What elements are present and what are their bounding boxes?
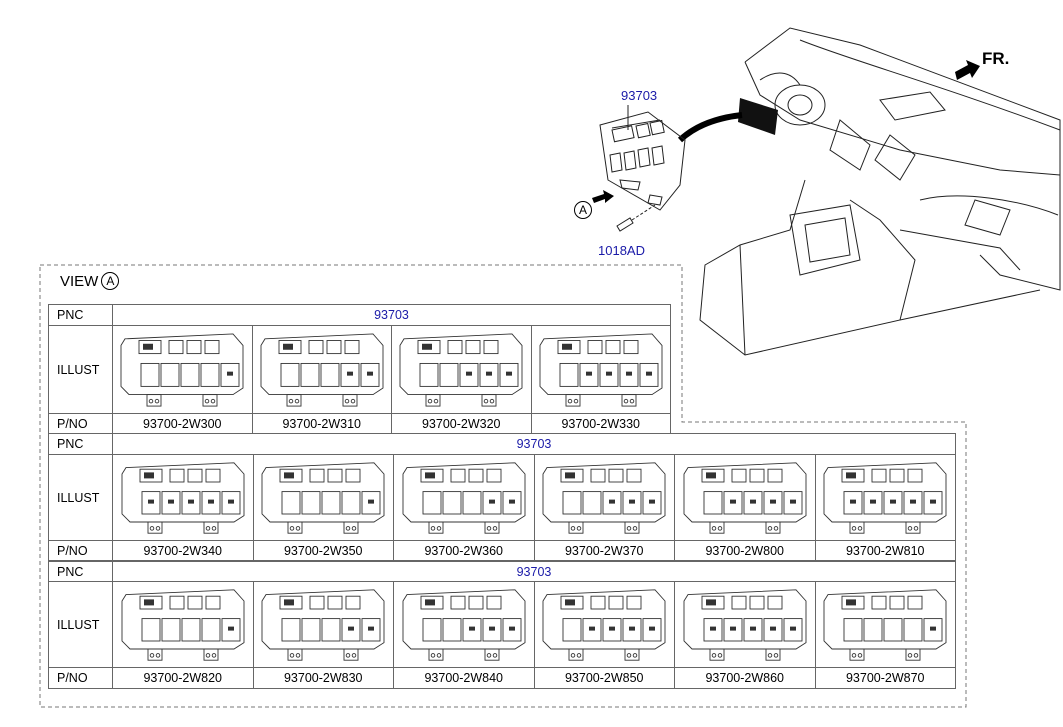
illust-cell	[252, 454, 394, 541]
part-number: 93700-2W830	[252, 667, 394, 689]
switch-illustration	[261, 588, 385, 661]
parts-table-3: PNC 93703 ILLUST P/NO 93700-2W820 93700-…	[48, 561, 956, 689]
part-number: 93700-2W810	[814, 540, 956, 561]
assembly-callout: 93703	[621, 88, 658, 103]
part-number: 93700-2W330	[530, 413, 671, 434]
pnc-value: 93703	[112, 561, 956, 582]
switch-illustration	[823, 588, 947, 661]
part-number: 93700-2W360	[393, 540, 535, 561]
illust-cell	[393, 454, 535, 541]
illust-cell	[674, 581, 816, 668]
part-number: 93700-2W850	[533, 667, 675, 689]
illust-cell	[112, 581, 254, 668]
illust-cell	[251, 325, 392, 414]
parts-table-2: PNC 93703 ILLUST P/NO 93700-2W340 93700-…	[48, 433, 956, 561]
illust-header: ILLUST	[48, 581, 113, 668]
pnc-value: 93703	[112, 433, 956, 455]
pno-header: P/NO	[48, 413, 113, 434]
pnc-header: PNC	[48, 561, 113, 582]
part-number: 93700-2W300	[112, 413, 253, 434]
switch-illustration	[399, 332, 523, 407]
view-marker: A	[101, 272, 120, 290]
illust-cell	[674, 454, 816, 541]
switch-illustration	[261, 461, 385, 534]
switch-illustration	[121, 461, 245, 534]
switch-illustration	[120, 332, 244, 407]
part-number: 93700-2W320	[391, 413, 532, 434]
switch-illustration	[402, 461, 526, 534]
switch-illustration	[823, 461, 947, 534]
part-number: 93700-2W340	[112, 540, 254, 561]
switch-illustration	[683, 461, 807, 534]
switch-illustration	[539, 332, 663, 407]
illust-cell	[393, 581, 535, 668]
pnc-header: PNC	[48, 433, 113, 455]
pnc-header: PNC	[48, 304, 113, 326]
illust-cell	[391, 325, 532, 414]
illust-cell	[533, 454, 675, 541]
illust-cell	[112, 325, 253, 414]
switch-illustration	[121, 588, 245, 661]
switch-illustration	[402, 588, 526, 661]
screw-callout: 1018AD	[598, 243, 645, 258]
switch-illustration	[542, 588, 666, 661]
part-number: 93700-2W840	[393, 667, 535, 689]
illust-header: ILLUST	[48, 325, 113, 414]
part-number: 93700-2W370	[533, 540, 675, 561]
illust-cell	[252, 581, 394, 668]
illust-cell	[530, 325, 671, 414]
pno-header: P/NO	[48, 667, 113, 689]
pnc-value: 93703	[112, 304, 671, 326]
part-number: 93700-2W800	[674, 540, 816, 561]
front-direction-label: FR.	[982, 49, 1010, 68]
view-title: VIEW	[60, 273, 99, 290]
illust-cell	[814, 581, 956, 668]
part-number: 93700-2W860	[674, 667, 816, 689]
view-marker-callout: A	[574, 201, 592, 219]
illust-cell	[814, 454, 956, 541]
illust-cell	[112, 454, 254, 541]
illust-header: ILLUST	[48, 454, 113, 541]
part-number: 93700-2W870	[814, 667, 956, 689]
parts-table-1: PNC 93703 ILLUST P/NO 93700-2W300 93700-…	[48, 304, 671, 434]
part-number: 93700-2W350	[252, 540, 394, 561]
part-number: 93700-2W820	[112, 667, 254, 689]
switch-illustration	[260, 332, 384, 407]
illust-cell	[533, 581, 675, 668]
part-number: 93700-2W310	[251, 413, 392, 434]
pno-header: P/NO	[48, 540, 113, 561]
switch-illustration	[683, 588, 807, 661]
switch-illustration	[542, 461, 666, 534]
